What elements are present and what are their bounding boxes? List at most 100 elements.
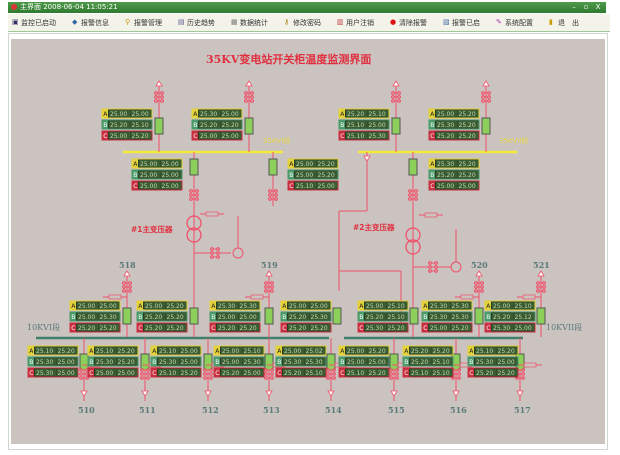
- temperature-value: 25.00: [284, 348, 301, 355]
- temperature-value: 25.00: [347, 359, 364, 366]
- isolator-contact: [395, 368, 399, 372]
- isolator-contact: [428, 265, 432, 269]
- toolbar-button-2[interactable]: ⚲报警管理: [125, 18, 162, 28]
- phase-marker: [132, 181, 138, 190]
- arrow-down-icon: [80, 390, 88, 397]
- phase-marker: [102, 120, 108, 129]
- toolbar-button-5[interactable]: ⚷修改密码: [284, 18, 321, 28]
- phase-marker: [358, 301, 364, 310]
- isolator-contact: [216, 255, 220, 259]
- toolbar-button-1[interactable]: ◆报警信息: [72, 18, 109, 28]
- toolbar-button-10[interactable]: ▮退 出: [549, 18, 579, 28]
- value-cell: [109, 121, 130, 128]
- temperature-value: 25.00: [181, 359, 198, 366]
- value-cell: [77, 313, 98, 320]
- isolator-contact: [434, 269, 438, 273]
- diagram-background: [11, 39, 605, 444]
- value-cell: [144, 324, 165, 331]
- temperature-value: 25.30: [437, 122, 454, 129]
- toolbar-label: 用户注销: [346, 18, 374, 27]
- arrow-up-icon: [155, 80, 163, 87]
- phase-label: C: [486, 325, 490, 332]
- arrow-down-icon: [327, 390, 335, 397]
- feeder-label: 511: [139, 405, 156, 415]
- value-cell: [386, 324, 408, 331]
- temperature-value: 25.30: [100, 314, 117, 321]
- temperature-value: 25.10: [388, 314, 405, 321]
- toolbar-button-7[interactable]: ●清除报警: [390, 18, 427, 28]
- isolator-contact: [195, 193, 199, 197]
- value-cell: [457, 160, 479, 167]
- phase-label: A: [469, 348, 474, 355]
- toolbar-button-0[interactable]: ▣监控已启动: [12, 18, 56, 28]
- phase-marker: [485, 312, 491, 321]
- isolator-contact: [209, 372, 213, 376]
- isolator-contact: [397, 95, 401, 99]
- value-cell: [450, 313, 472, 320]
- phase-label: A: [29, 348, 34, 355]
- isolator-contact: [264, 289, 268, 293]
- isolator-contact: [270, 281, 274, 285]
- temperature-value: 25.20: [311, 325, 328, 332]
- phase-marker: [339, 120, 345, 129]
- arrow-up-icon: [537, 270, 545, 277]
- breaker-switch: [264, 307, 274, 325]
- phase-marker: [210, 323, 216, 332]
- toolbar-button-4[interactable]: ▦数据统计: [231, 18, 268, 28]
- temperature-value: 25.30: [452, 314, 469, 321]
- phase-label: C: [430, 183, 434, 190]
- phase-label: C: [404, 370, 408, 377]
- value-cell: [431, 369, 453, 376]
- value-cell: [242, 369, 264, 376]
- value-cell: [95, 358, 116, 365]
- breaker-switch: [268, 158, 278, 176]
- phase-label: B: [430, 172, 434, 179]
- phase-marker: [70, 323, 76, 332]
- temperature-value: 25.10: [132, 122, 149, 129]
- phase-marker: [151, 368, 157, 377]
- phase-marker: [210, 312, 216, 321]
- temperature-value: 25.00: [222, 111, 239, 118]
- temperature-value: 25.12: [515, 314, 532, 321]
- value-cell: [410, 347, 431, 354]
- value-cell: [95, 369, 116, 376]
- temperature-value: 25.00: [222, 359, 239, 366]
- arrow-down-icon: [390, 390, 398, 397]
- temperature-value: 25.20: [369, 348, 386, 355]
- phase-label: C: [71, 325, 75, 332]
- value-cell: [199, 132, 220, 139]
- phase-marker: [192, 131, 198, 140]
- temperature-value: 25.10: [306, 370, 323, 377]
- toolbar-button-3[interactable]: ▤历史趋势: [178, 18, 215, 28]
- phase-label: B: [193, 122, 197, 129]
- feeder-label: 510: [78, 405, 95, 415]
- toolbar-button-6[interactable]: ▥用户注销: [337, 18, 374, 28]
- value-cell: [158, 347, 179, 354]
- isolator-contact: [521, 376, 525, 380]
- feeder-label: 517: [514, 405, 531, 415]
- minimize-button[interactable]: –: [572, 3, 576, 11]
- phase-label: C: [138, 325, 142, 332]
- toolbar-button-9[interactable]: ✎系统配置: [496, 18, 533, 28]
- config-icon: ✎: [496, 18, 502, 26]
- temperature-value: 25.20: [58, 348, 75, 355]
- toolbar-button-8[interactable]: ▧报警已启: [443, 18, 480, 28]
- isolator-contact: [264, 285, 268, 289]
- phase-marker: [429, 131, 435, 140]
- isolator-contact: [146, 368, 150, 372]
- temperature-value: 25.00: [110, 111, 127, 118]
- isolator-contact: [487, 99, 491, 103]
- maximize-button[interactable]: ▫: [583, 3, 589, 11]
- phase-label: A: [193, 111, 198, 118]
- value-cell: [429, 313, 450, 320]
- history-icon: ▤: [178, 18, 185, 26]
- value-cell: [199, 110, 220, 117]
- phase-marker: [468, 368, 474, 377]
- phase-label: C: [215, 370, 219, 377]
- toolbar-label: 历史趋势: [187, 18, 215, 27]
- close-button[interactable]: X: [595, 3, 601, 11]
- isolator-contact: [250, 91, 254, 95]
- isolator-contact: [414, 193, 418, 197]
